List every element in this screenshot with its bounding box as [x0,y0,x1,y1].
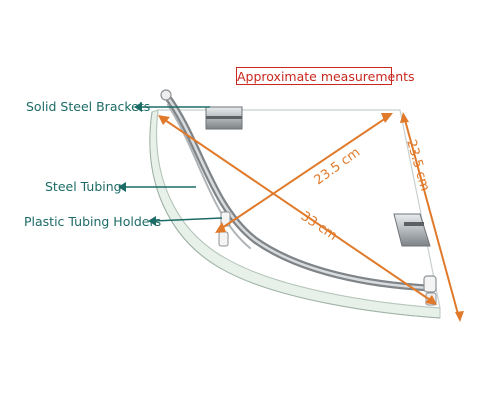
note-text: Approximate measurements [237,69,415,84]
steel-bracket-top [205,106,243,130]
callout-solid-steel-brackets: Solid Steel Brackets [26,99,151,114]
callout-plastic-tubing-holders: Plastic Tubing Holders [24,214,162,229]
tubing-end-left [160,89,172,101]
callout-steel-tubing: Steel Tubing [45,179,122,194]
dimension-arrows [158,112,464,322]
plastic-tubing-holder-2 [218,231,229,247]
tubing-end-right [423,275,437,306]
approximate-measurements-note: Approximate measurements [236,67,415,85]
steel-tubing [162,91,434,292]
callout-arrows [118,102,223,226]
steel-bracket-side [393,213,431,247]
